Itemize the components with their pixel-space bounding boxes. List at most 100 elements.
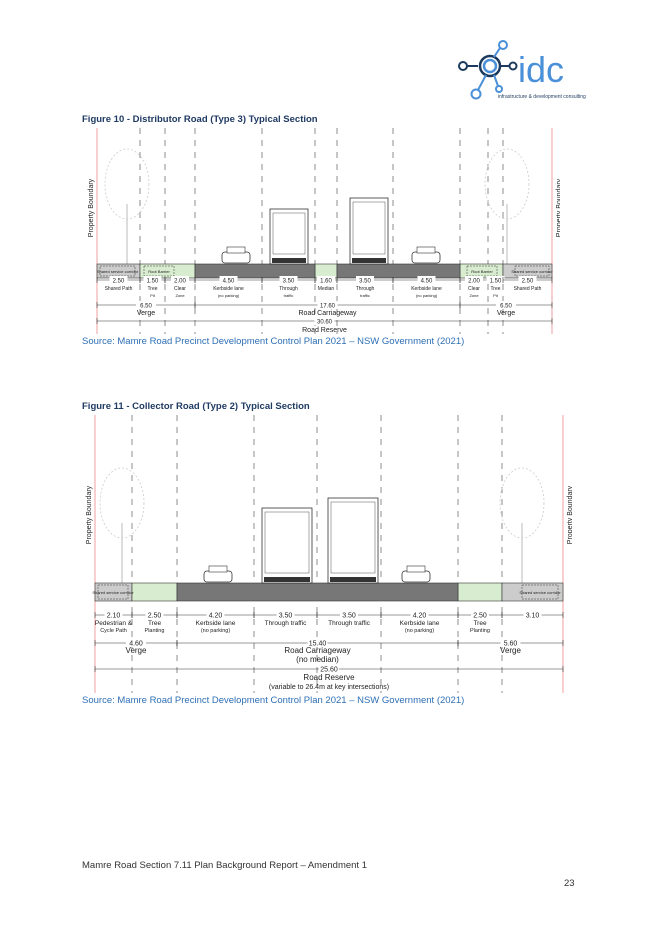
figure-10-source: Source: Mamre Road Precinct Development … [82,336,465,347]
verge_right-label: Verge [497,310,515,317]
segment-width: 2.50 [113,279,125,285]
service-corridor-box [97,584,129,600]
segment-label: Tree [148,620,162,627]
truck-body [264,511,310,574]
label-bg [279,276,298,284]
segment-width: 2.10 [107,613,121,620]
carriageway-width: 17.60 [320,304,336,310]
segment-label: Shared Path [105,286,133,292]
segment-width: 4.50 [223,279,235,285]
segment-width: 3.50 [359,279,371,285]
truck-icon [269,208,309,265]
truck-bumper [272,258,306,263]
truck-body [352,201,386,255]
figure-10-title: Figure 10 - Distributor Road (Type 3) Ty… [82,114,318,125]
segment-width: 4.20 [413,613,427,620]
verge_left-label: Verge [126,646,147,655]
label-bg [104,611,123,619]
segment-label: Shared Path [514,286,542,292]
label-bg [314,317,335,325]
segment-sublabel: Pit [150,293,156,298]
segment-sublabel: Cycle Path [100,628,127,634]
label-bg [145,611,164,619]
segment-label: Tree [490,286,500,292]
reserve-width: 25.60 [320,667,338,674]
reserve-sublabel: (variable to 26.4m at key intersections) [269,684,389,691]
verge-strip [314,263,338,279]
car-icon [401,570,431,583]
reserve-label: Road Reserve [303,673,355,682]
segment-label: Through [356,286,375,292]
segment-label: Kerbside lane [196,620,236,627]
label-bg [109,276,128,284]
verge_right-label: Verge [500,646,521,655]
segment-sublabel: (no parking) [218,293,240,298]
car-icon [203,570,233,583]
segment-label: Tree [147,286,157,292]
verge_left-label: Verge [137,310,155,317]
corridor-label: Root Barrier [471,269,493,274]
label-bg [143,276,162,284]
corridor-label: Shared service corridor [97,269,139,274]
carriageway-label: Road Carriageway [284,646,350,655]
property-boundary-label: Property Boundary [556,178,560,237]
road-carriageway [336,263,461,279]
segment-label: Through traffic [265,620,308,627]
tree-canopy-icon [104,148,150,220]
segment-width: 3.10 [526,613,540,620]
truck-bumper [352,258,386,263]
figure-11-source: Source: Mamre Road Precinct Development … [82,695,465,706]
truck-body [330,501,376,574]
segment-width: 1.50 [147,279,159,285]
segment-width: 2.00 [174,279,186,285]
carriageway-sublabel: (no median) [296,655,339,664]
segment-label: Kerbside lane [213,286,244,292]
segment-sublabel: Pit [493,293,499,298]
segment-width: 2.50 [473,613,487,620]
label-bg [410,611,429,619]
footer-text: Mamre Road Section 7.11 Plan Background … [82,860,367,871]
segment-label: Kerbside lane [411,286,442,292]
label-bg [319,665,339,673]
property-boundary-label: Property Boundary [86,485,93,544]
verge-strip [457,582,503,602]
logo-tagline: infrastructure & development consulting [498,94,586,100]
label-bg [356,276,374,284]
label-bg [518,276,537,284]
label-bg [317,301,338,309]
corridor-label: Shared service corridor [92,590,134,595]
label-bg [317,276,335,284]
segment-width: 2.00 [468,279,480,285]
truck-bumper [330,577,376,582]
label-bg [486,276,505,284]
label-bg [340,611,358,619]
segment-width: 1.50 [490,279,502,285]
segment-width: 3.50 [283,279,295,285]
segment-width: 2.50 [148,613,162,620]
segment-sublabel: (no parking) [405,628,435,634]
truck-icon [261,507,313,584]
segment-label: Through [279,286,298,292]
label-bg [465,276,483,284]
segment-label: Pedestrian & [95,620,133,627]
label-bg [496,301,516,309]
segment-width: 1.60 [320,279,332,285]
verge_left-width: 6.50 [140,304,152,310]
segment-width: 2.50 [522,279,534,285]
segment-label: Clear [174,286,186,292]
truck-bumper [264,577,310,582]
corridor-label: Root Barrier [148,269,170,274]
segment-sublabel: (no parking) [201,628,231,634]
carriageway-label: Road Carriageway [299,310,357,317]
segment-sublabel: traffic [360,293,370,298]
label-bg [276,611,295,619]
car-icon [411,251,441,264]
verge-strip [501,582,564,602]
label-bg [171,276,189,284]
segment-label: Kerbside lane [400,620,440,627]
car-roof [416,246,436,254]
segment-width: 4.20 [209,613,223,620]
